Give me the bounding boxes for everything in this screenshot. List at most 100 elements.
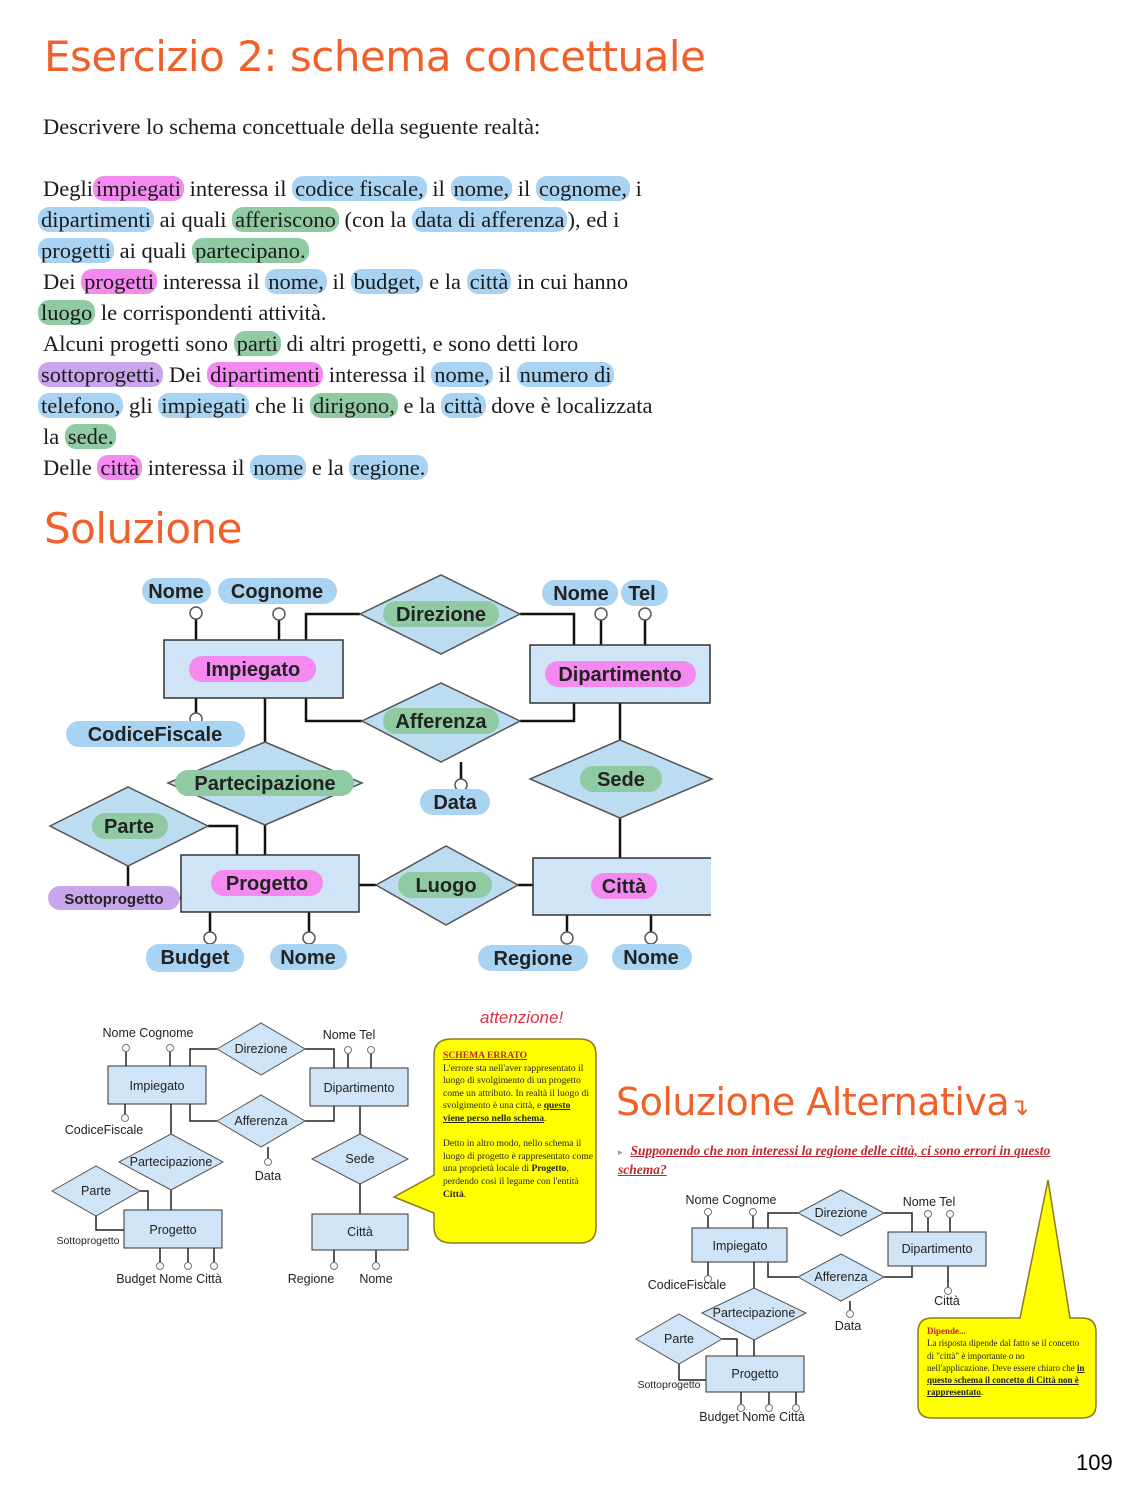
wrong-attr-codicefiscale: CodiceFiscale <box>65 1123 144 1137</box>
alt-attrs-budget-nome-citta: Budget Nome Città <box>699 1410 805 1424</box>
bullet-icon: ▸ <box>618 1146 623 1157</box>
attr-sottoprogetto: Sottoprogetto <box>64 891 163 908</box>
wrong-rel-direzione: Direzione <box>235 1042 288 1056</box>
callout-bubble-wrong <box>392 1038 597 1244</box>
wrong-attr-regione: Regione <box>288 1272 335 1286</box>
callout-wrong-text2: Detto in altro modo, nello schema il luo… <box>443 1138 593 1175</box>
paragraph-line: telefono, gli impiegati che li dirigono,… <box>38 393 652 424</box>
wrong-entity-impiegato: Impiegato <box>130 1079 185 1093</box>
paragraph-text: interessa il <box>157 269 266 294</box>
alt-entity-progetto: Progetto <box>731 1367 778 1381</box>
alt-attr-codicefiscale: CodiceFiscale <box>648 1278 727 1292</box>
highlighted-term: nome <box>250 455 307 480</box>
callout-depends-text: Dipende... La risposta dipende dal fatto… <box>927 1326 1085 1398</box>
relation-label-afferenza: Afferenza <box>395 711 487 733</box>
paragraph-text: ai quali <box>113 238 193 263</box>
wrong-entity-citta: Città <box>347 1225 373 1239</box>
paragraph-text: gli <box>123 393 159 418</box>
paragraph-text: il <box>426 176 451 201</box>
alt-rel-direzione: Direzione <box>815 1206 868 1220</box>
paragraph-text: ), ed i <box>567 207 620 232</box>
highlighted-term: numero di <box>516 362 615 387</box>
highlighted-term: codice fiscale, <box>292 176 427 201</box>
attention-note: attenzione! <box>480 1008 564 1027</box>
callout-depends-body: La risposta dipende dal fatto se il conc… <box>927 1338 1080 1373</box>
attr-nome-dipartimento: Nome <box>553 583 609 605</box>
paragraph-text: il <box>492 362 517 387</box>
callout-wrong-citta: Città <box>443 1188 464 1200</box>
solution-title: Soluzione <box>44 504 243 553</box>
paragraph-text: Alcuni progetti sono <box>43 331 234 356</box>
alt-entity-dipartimento: Dipartimento <box>902 1242 973 1256</box>
alt-question-text: Supponendo che non interessi la regione … <box>618 1143 1051 1177</box>
alt-rel-partecipazione: Partecipazione <box>713 1306 796 1320</box>
paragraph-line: sottoprogetti. Dei dipartimenti interess… <box>38 362 652 393</box>
highlighted-term: nome, <box>431 362 493 387</box>
paragraph-text: interessa il <box>142 455 251 480</box>
highlighted-term: dipartimenti <box>38 207 154 232</box>
attr-nome-citta: Nome <box>623 947 679 969</box>
relation-label-parte: Parte <box>104 816 154 838</box>
wrong-attr-nome: Nome <box>359 1272 392 1286</box>
page-number: 109 <box>1076 1450 1113 1475</box>
highlighted-term: data di afferenza <box>411 207 568 232</box>
callout-wrong-progetto: Progetto <box>531 1163 567 1175</box>
paragraph-text: Dei <box>43 269 82 294</box>
highlighted-term: nome, <box>265 269 327 294</box>
paragraph-text: i <box>630 176 642 201</box>
highlighted-term: telefono, <box>38 393 124 418</box>
highlighted-term: città <box>440 393 486 418</box>
curly-arrow-icon: ↴ <box>1009 1093 1029 1121</box>
wrong-attr-nome-tel: Nome Tel <box>323 1028 376 1042</box>
relation-label-partecipazione: Partecipazione <box>194 773 335 795</box>
highlighted-term: progetti <box>81 269 158 294</box>
alt-question: ▸Supponendo che non interessi la regione… <box>618 1142 1058 1179</box>
paragraph-text: in cui hanno <box>511 269 629 294</box>
highlighted-term: afferiscono <box>232 207 339 232</box>
paragraph-line: Delle città interessa il nome e la regio… <box>38 455 652 486</box>
paragraph-line: dipartimenti ai quali afferiscono (con l… <box>38 207 652 238</box>
alt-rel-parte: Parte <box>664 1332 694 1346</box>
paragraph-text: e la <box>397 393 441 418</box>
highlighted-term: cognome, <box>535 176 631 201</box>
wrong-rel-sede: Sede <box>345 1152 374 1166</box>
main-er-diagram: Impiegato Dipartimento Progetto Città Di… <box>48 574 714 972</box>
wrong-attr-data: Data <box>255 1169 281 1183</box>
attr-budget: Budget <box>161 947 230 969</box>
paragraph-text: di altri progetti, e sono detti loro <box>280 331 579 356</box>
highlighted-term: luogo <box>38 300 96 325</box>
highlighted-term: sede. <box>64 424 117 449</box>
wrong-attr-nome-cognome: Nome Cognome <box>102 1026 193 1040</box>
entity-label-dipartimento: Dipartimento <box>558 664 681 686</box>
wrong-entity-progetto: Progetto <box>149 1223 196 1237</box>
attr-data: Data <box>433 792 477 814</box>
paragraph-text: il <box>326 269 351 294</box>
wrong-attr-sottoprogetto: Sottoprogetto <box>56 1235 119 1247</box>
wrong-rel-afferenza: Afferenza <box>234 1114 287 1128</box>
highlighted-term: dirigono, <box>309 393 398 418</box>
highlighted-term: nome, <box>450 176 513 201</box>
alt-rel-afferenza: Afferenza <box>814 1270 867 1284</box>
paragraph-text: ai quali <box>153 207 233 232</box>
paragraph-text: Delle <box>43 455 98 480</box>
paragraph-text: il <box>512 176 536 201</box>
paragraph-text: le corrispondenti attività. <box>95 300 327 325</box>
wrong-entity-dipartimento: Dipartimento <box>324 1081 395 1095</box>
paragraph-text: interessa il <box>323 362 432 387</box>
wrong-rel-parte: Parte <box>81 1184 111 1198</box>
highlighted-term: sottoprogetti. <box>38 362 164 387</box>
alt-attr-data: Data <box>835 1319 861 1333</box>
highlighted-term: budget, <box>350 269 424 294</box>
alt-solution-title-text: Soluzione Alternativa <box>616 1080 1010 1124</box>
alt-attr-nome-cognome: Nome Cognome <box>685 1193 776 1207</box>
attr-codicefiscale: CodiceFiscale <box>88 724 223 746</box>
alt-entity-impiegato: Impiegato <box>713 1239 768 1253</box>
alt-attr-sottoprogetto: Sottoprogetto <box>637 1379 700 1391</box>
highlighted-term: parti <box>233 331 281 356</box>
attr-nome: Nome <box>148 581 204 603</box>
alt-er-diagram: Nome Cognome Nome Tel Impiegato Dipartim… <box>635 1189 987 1424</box>
wrong-er-diagram: Nome Cognome Nome Tel Impiegato Dipartim… <box>50 1022 410 1286</box>
highlighted-term: città <box>97 455 143 480</box>
